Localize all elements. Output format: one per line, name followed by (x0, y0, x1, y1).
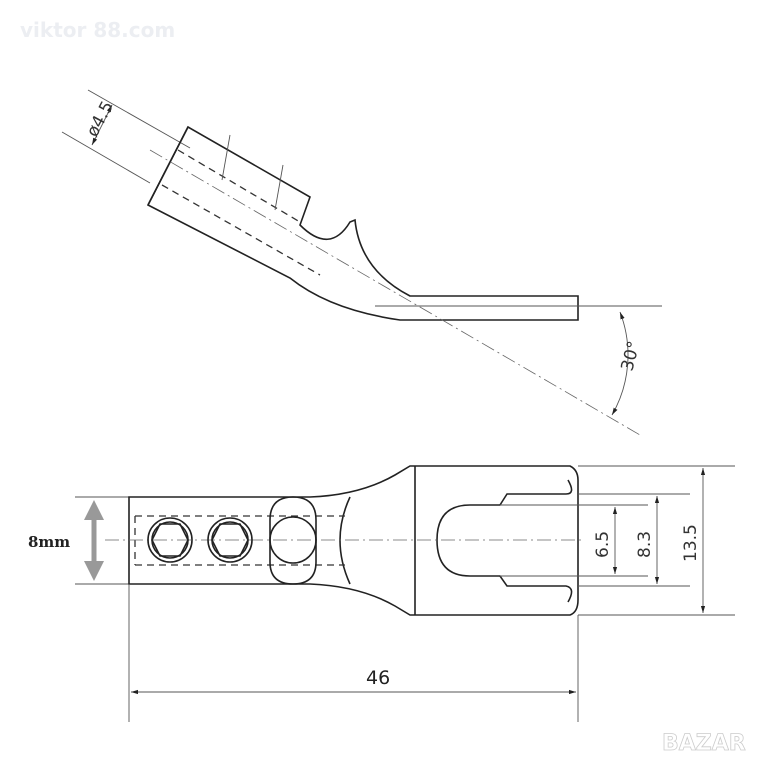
angle-label: 30° (618, 339, 645, 373)
width-label: 8mm (28, 533, 70, 551)
diameter-dimension-arrow (91, 104, 113, 146)
terminal-outline (128, 465, 579, 616)
watermark: viktor 88.com (20, 18, 175, 42)
slot-outer-label: 8.3 (635, 531, 655, 558)
set-screw-hole (147, 517, 193, 563)
center-line (149, 149, 641, 436)
slot-inner-label: 6.5 (593, 531, 613, 558)
length-label: 46 (366, 667, 390, 689)
oval-port (269, 496, 317, 585)
fork-slot (436, 479, 573, 603)
angle-arc (611, 311, 629, 416)
top-view-spade-terminal: ø4.5 30° (61, 89, 662, 436)
bazar-logo: BAZAR (662, 731, 746, 756)
set-screw-hole (207, 517, 253, 563)
dim-extension-line (87, 89, 191, 149)
bottom-view-spade-terminal: 8mm 6.5 8.3 13.5 46 (28, 465, 735, 722)
dim-extension-line (61, 131, 151, 184)
fork-width-label: 13.5 (681, 524, 701, 562)
terminal-profile (146, 125, 579, 321)
